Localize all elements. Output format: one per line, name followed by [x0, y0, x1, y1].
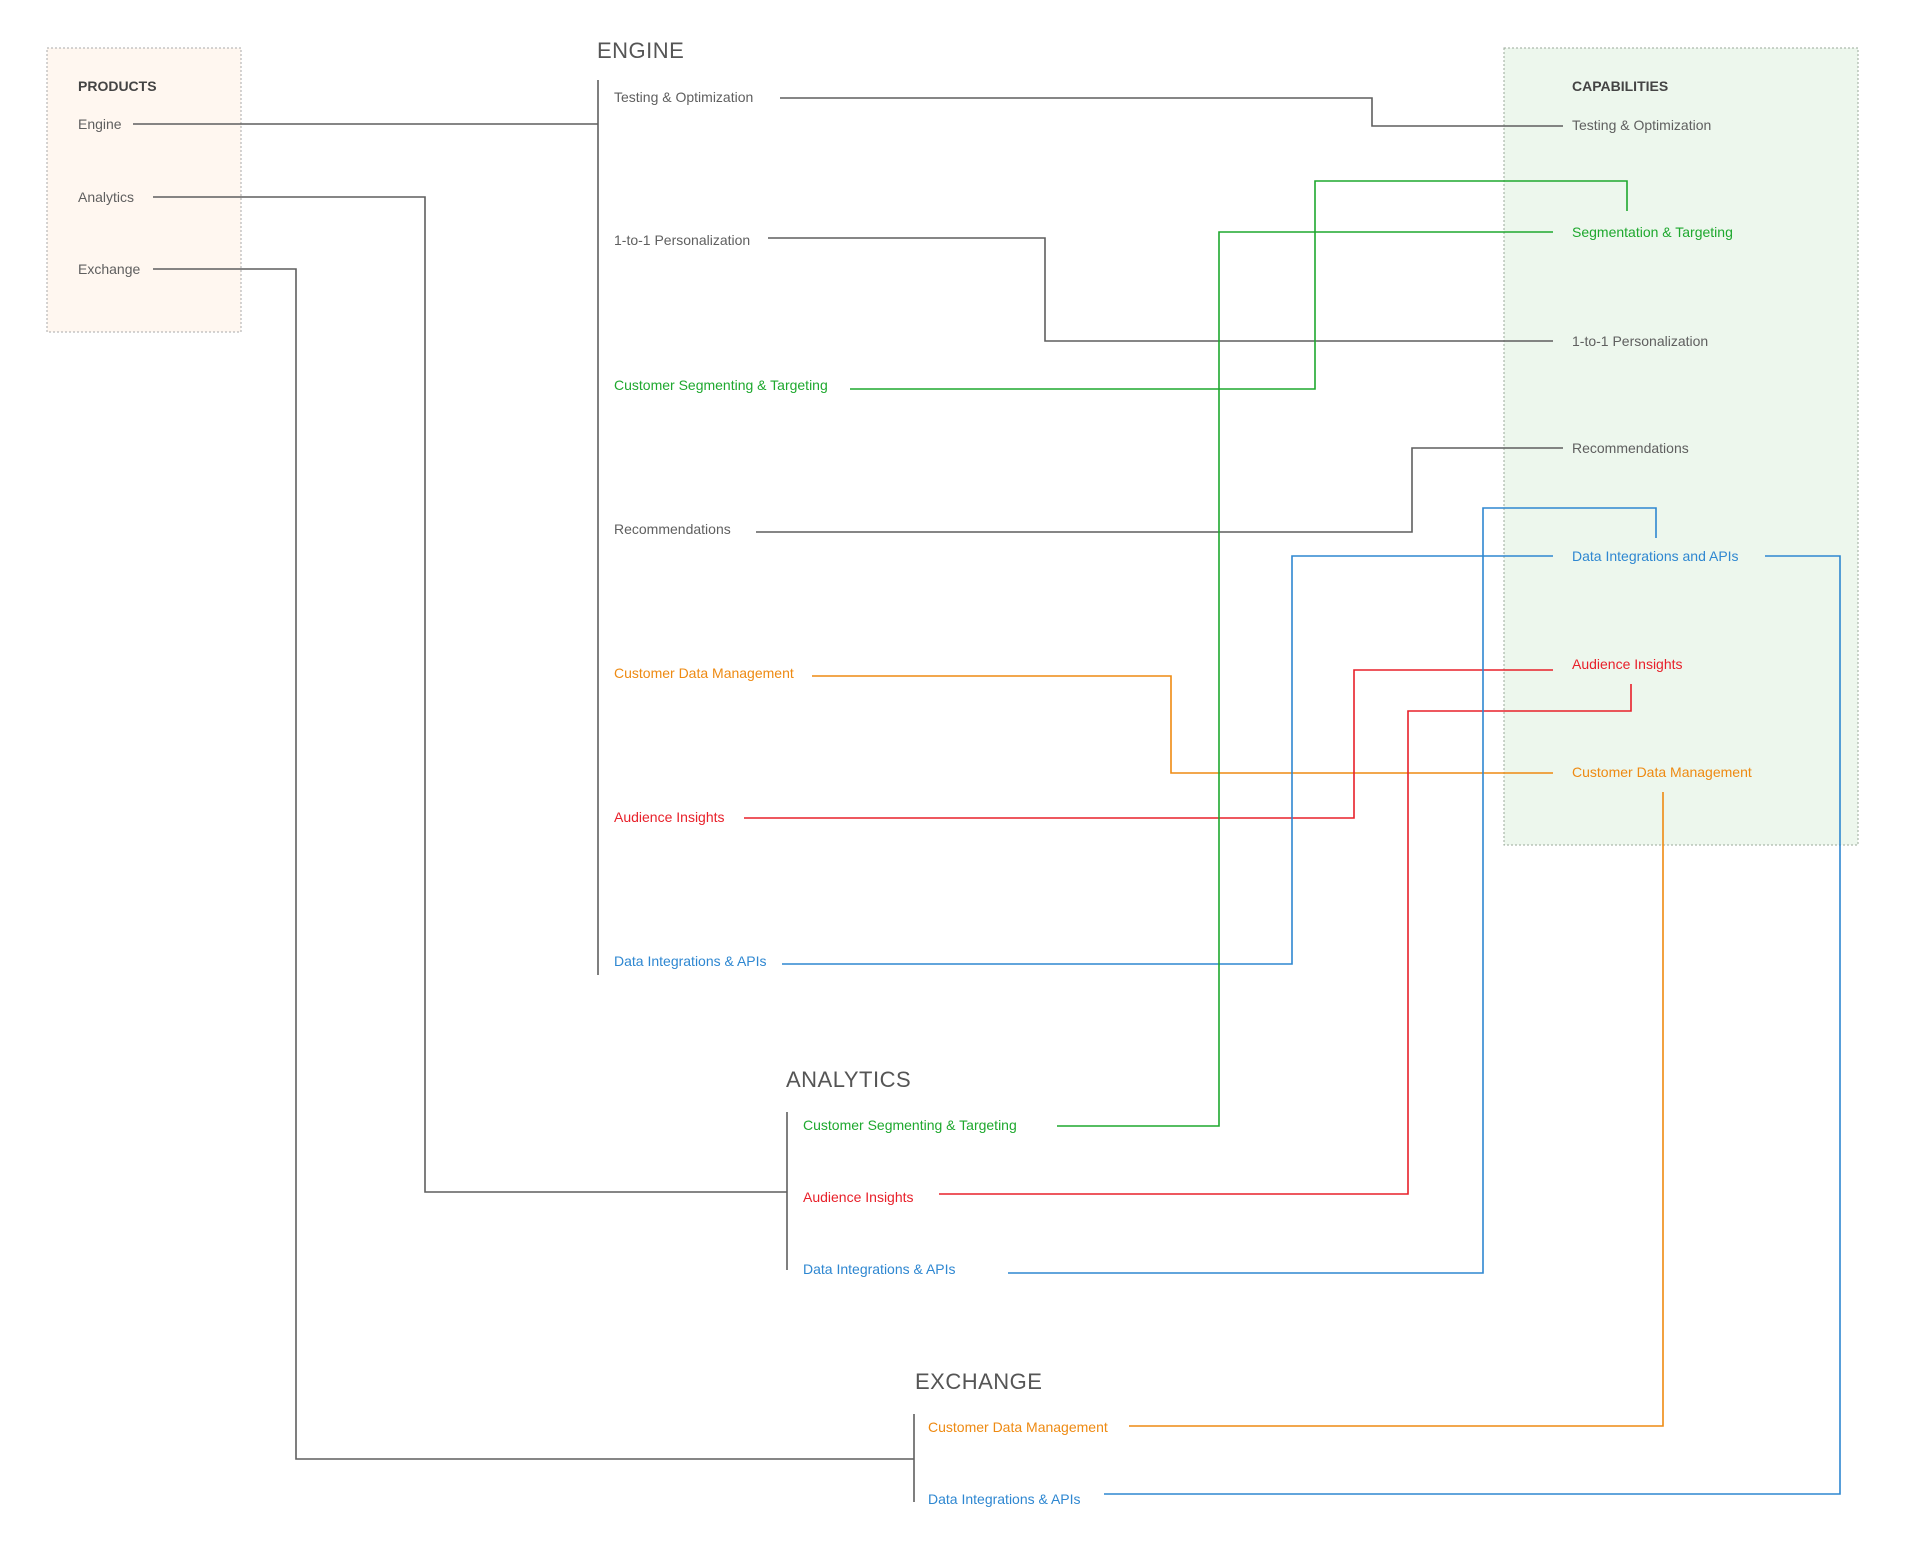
capability-item-personalization[interactable]: 1-to-1 Personalization — [1572, 333, 1708, 349]
wire-engine-audience — [744, 669, 1553, 819]
capability-item-testing[interactable]: Testing & Optimization — [1572, 117, 1711, 133]
analytics-title: ANALYTICS — [786, 1067, 911, 1092]
exchange-title: EXCHANGE — [915, 1369, 1042, 1394]
engine-item-data-apis[interactable]: Data Integrations & APIs — [614, 953, 767, 969]
engine-item-data-mgmt[interactable]: Customer Data Management — [614, 665, 794, 681]
wire-engine-personalization — [768, 237, 1553, 342]
wire-exchange-data-apis — [1104, 555, 1841, 1495]
analytics-item-data-apis[interactable]: Data Integrations & APIs — [803, 1261, 956, 1277]
product-item-analytics[interactable]: Analytics — [78, 189, 134, 205]
analytics-item-segmenting[interactable]: Customer Segmenting & Targeting — [803, 1117, 1017, 1133]
wire-engine-recommendations — [756, 447, 1563, 533]
product-item-engine[interactable]: Engine — [78, 116, 122, 132]
capability-item-recommendations[interactable]: Recommendations — [1572, 440, 1689, 456]
products-panel — [46, 47, 242, 333]
engine-item-audience[interactable]: Audience Insights — [614, 809, 725, 825]
capability-item-segmentation[interactable]: Segmentation & Targeting — [1572, 224, 1733, 240]
wire-exchange-data-mgmt — [1129, 792, 1664, 1427]
engine-title: ENGINE — [597, 38, 684, 63]
wire-products-analytics — [153, 196, 787, 1193]
wire-analytics-data-apis — [1008, 507, 1657, 1274]
exchange-item-data-mgmt[interactable]: Customer Data Management — [928, 1419, 1108, 1435]
engine-item-personalization[interactable]: 1-to-1 Personalization — [614, 232, 750, 248]
wire-products-exchange — [153, 268, 914, 1460]
wire-analytics-audience — [939, 684, 1632, 1195]
wire-analytics-segmenting — [1057, 231, 1553, 1127]
wire-engine-data-mgmt — [812, 675, 1553, 774]
analytics-item-audience[interactable]: Audience Insights — [803, 1189, 914, 1205]
product-item-exchange[interactable]: Exchange — [78, 261, 140, 277]
capabilities-title: CAPABILITIES — [1572, 78, 1668, 94]
wire-engine-testing — [780, 97, 1563, 127]
wire-engine-segmenting — [850, 180, 1628, 390]
wire-engine-data-apis — [782, 555, 1553, 965]
exchange-item-data-apis[interactable]: Data Integrations & APIs — [928, 1491, 1081, 1507]
engine-item-segmenting[interactable]: Customer Segmenting & Targeting — [614, 377, 828, 393]
capability-item-data-apis[interactable]: Data Integrations and APIs — [1572, 548, 1739, 564]
products-title: PRODUCTS — [78, 78, 157, 94]
capability-item-data-mgmt[interactable]: Customer Data Management — [1572, 764, 1752, 780]
engine-item-testing[interactable]: Testing & Optimization — [614, 89, 753, 105]
capability-item-audience[interactable]: Audience Insights — [1572, 656, 1683, 672]
engine-item-recommendations[interactable]: Recommendations — [614, 521, 731, 537]
